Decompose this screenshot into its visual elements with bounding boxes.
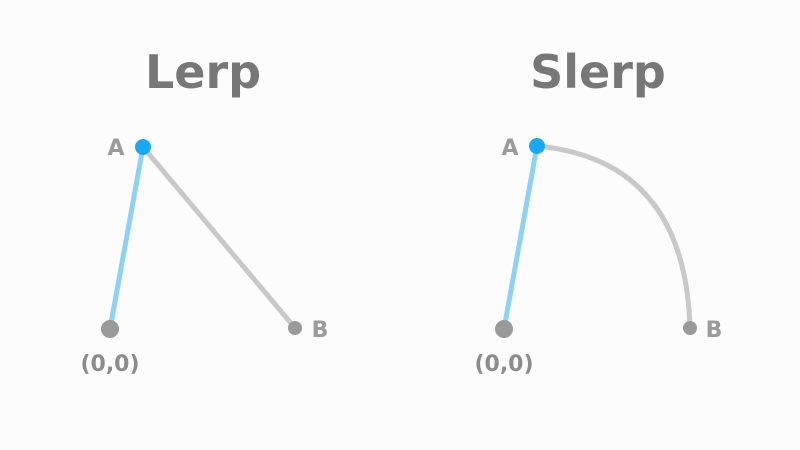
slerp-arc-path xyxy=(534,143,693,331)
lerp-title: Lerp xyxy=(145,45,261,99)
lerp-label-b: B xyxy=(312,318,329,343)
slerp-origin-point xyxy=(495,320,513,338)
lerp-point-b xyxy=(288,321,302,335)
slerp-label-b: B xyxy=(706,318,723,343)
lerp-path xyxy=(140,144,298,331)
slerp-point-a xyxy=(529,138,545,154)
slerp-origin-label: (0,0) xyxy=(474,352,533,377)
slerp-label-a: A xyxy=(501,136,518,161)
lerp-origin-point xyxy=(101,320,119,338)
lerp-point-a xyxy=(135,139,151,155)
slerp-vector xyxy=(501,143,540,332)
lerp-vector xyxy=(107,144,146,332)
slerp-panel: Slerp A B (0,0) xyxy=(474,45,722,377)
slerp-title: Slerp xyxy=(530,45,666,99)
lerp-panel: Lerp A B (0,0) xyxy=(80,45,328,377)
lerp-label-a: A xyxy=(107,136,124,161)
lerp-origin-label: (0,0) xyxy=(80,352,139,377)
slerp-point-b xyxy=(683,321,697,335)
